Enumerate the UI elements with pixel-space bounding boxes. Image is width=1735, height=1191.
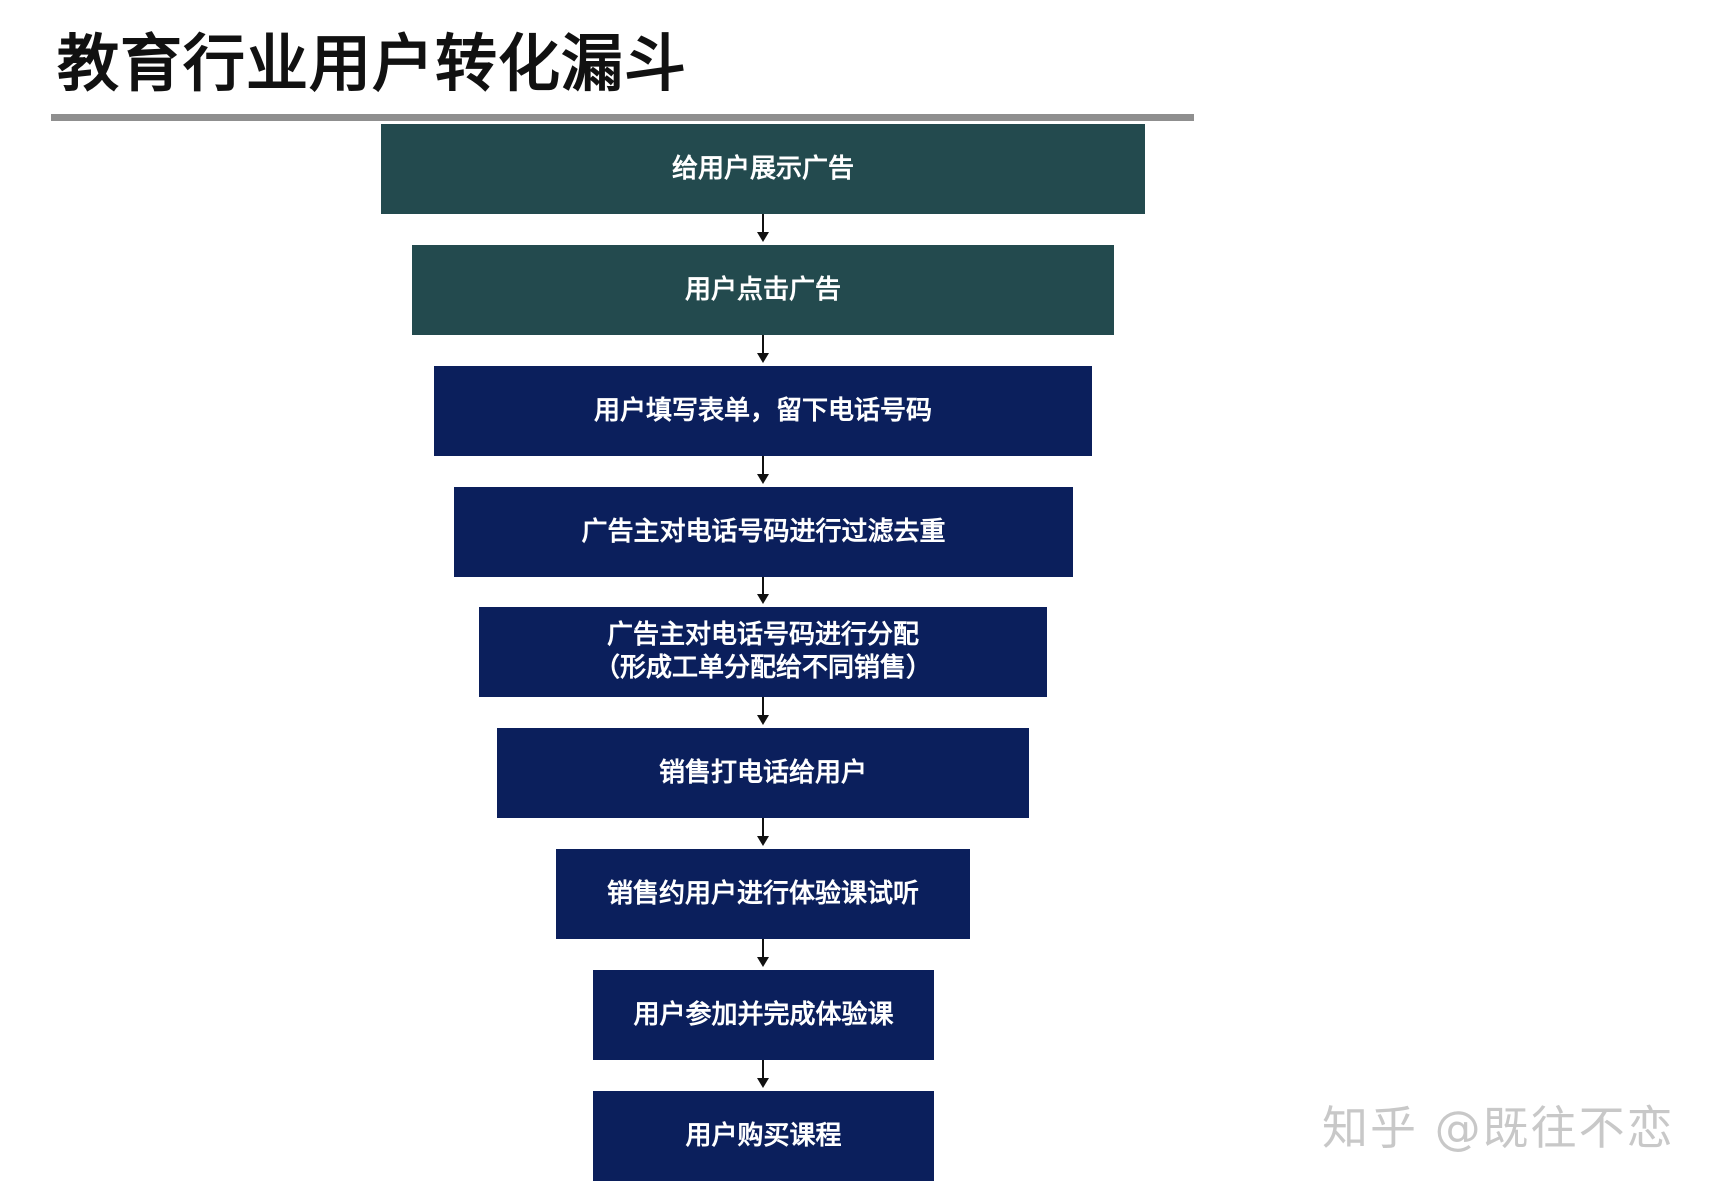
funnel-step-click-ad: 用户点击广告 [412,245,1114,335]
connector-3 [762,456,764,474]
title-underline [51,114,1194,121]
arrow-down-icon [757,232,769,242]
arrow-down-icon [757,715,769,725]
arrow-down-icon [757,957,769,967]
funnel-step-assign-numbers: 广告主对电话号码进行分配 （形成工单分配给不同销售） [479,607,1047,697]
funnel-step-sales-call: 销售打电话给用户 [497,728,1029,818]
connector-4 [762,577,764,594]
arrow-down-icon [757,594,769,604]
funnel-step-show-ad: 给用户展示广告 [381,124,1145,214]
funnel-step-filter-dedupe: 广告主对电话号码进行过滤去重 [454,487,1073,577]
funnel-step-purchase: 用户购买课程 [593,1091,934,1181]
connector-5 [762,697,764,715]
connector-6 [762,818,764,836]
connector-7 [762,939,764,957]
arrow-down-icon [757,836,769,846]
funnel-step-book-trial: 销售约用户进行体验课试听 [556,849,970,939]
arrow-down-icon [757,474,769,484]
connector-1 [762,214,764,232]
page-title: 教育行业用户转化漏斗 [57,27,688,100]
arrow-down-icon [757,353,769,363]
funnel-step-attend-trial: 用户参加并完成体验课 [593,970,934,1060]
funnel-step-fill-form: 用户填写表单，留下电话号码 [434,366,1092,456]
watermark: 知乎 @既往不恋 [1322,1101,1675,1155]
arrow-down-icon [757,1078,769,1088]
connector-8 [762,1060,764,1078]
connector-2 [762,335,764,353]
